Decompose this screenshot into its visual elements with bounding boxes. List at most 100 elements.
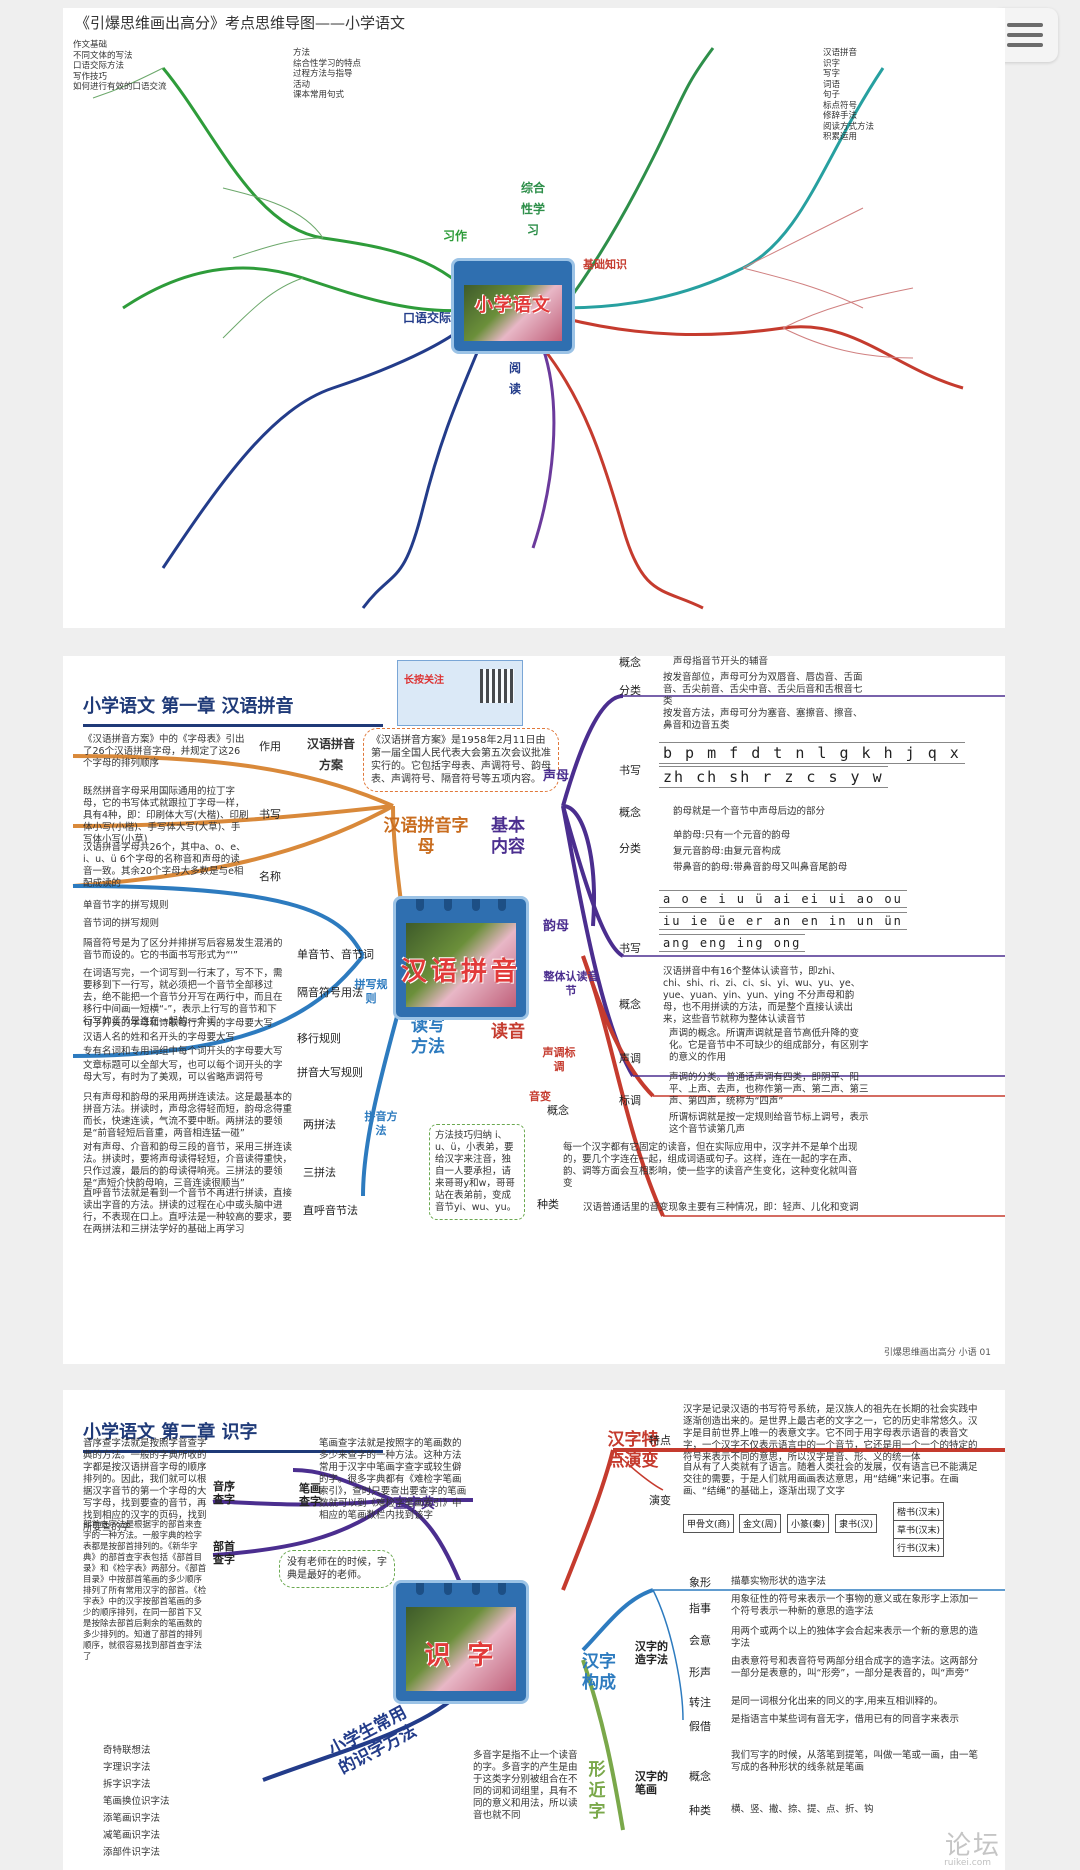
similar-chars-text: 多音字是指不止一个读音的字。多音字的产生是由于这类字分别被组合在不同的词和词组里… — [473, 1750, 581, 1822]
pf-label-1: 三拼法 — [303, 1166, 336, 1179]
overview-left-notes: 作文基础不同文体的写法口语交际方法写作技巧如何进行有效的口语交流 — [73, 40, 193, 600]
sm-row1: b p m f d t n l g k h j q x — [659, 742, 965, 764]
sd-text3: 所谓标调就是按一定规则给音节标上调号，表示这个音节读第几声 — [669, 1112, 869, 1136]
text-writing: 既然拼音字母采用国际通用的拉丁字母，它的书写体式就跟拉丁字母一样，具有4种，即：… — [83, 786, 249, 846]
node-ztrd: 整体认读音节 — [541, 970, 601, 998]
sm-label-write: 书写 — [619, 764, 641, 777]
method-2: 拆字识字法 — [103, 1779, 151, 1791]
evo-2: 小篆(秦) — [787, 1514, 829, 1533]
gz-item-4: 转注 — [689, 1696, 711, 1709]
sm-class1: 按发音部位，声母可分为双唇音、唇齿音、舌面音、舌尖前音、舌尖中音、舌尖后音和舌根… — [663, 672, 863, 708]
ym-row2: iu ie üe er an en in un ün — [659, 912, 907, 930]
ym-row1: a o e i u ü ai ei ui ao ou — [659, 890, 907, 908]
px-text-4: 句子开头的字母和诗歌每行开头的字母要大写 — [83, 1018, 283, 1030]
text-usage: 《汉语拼音方案》中的《字母表》引出了26个汉语拼音字母，并规定了这26个字母的排… — [83, 734, 249, 770]
bh-kind-label: 种类 — [689, 1804, 711, 1817]
bh-sub: 概念 — [689, 1770, 711, 1783]
gz-item-2: 会意 — [689, 1634, 711, 1647]
pinyin-center: 汉语拼音 — [393, 896, 529, 1020]
gz-item-5: 假借 — [689, 1720, 711, 1733]
px-label-1: 隔音符号用法 — [297, 986, 363, 999]
scheme-box: 《汉语拼音方案》是1958年2月11日由第一届全国人民代表大会第五次会议批准实行… — [363, 728, 559, 792]
ym-label-write: 书写 — [619, 942, 641, 955]
method-0: 奇特联想法 — [103, 1745, 151, 1757]
sm-label-concept: 概念 — [619, 656, 641, 669]
czd-text-1: 笔画查字法就是按照字的笔画数的多少来查字的一种方法。这种方法常用于汉字中笔画字查… — [319, 1438, 469, 1522]
yb-sub-kind: 种类 — [537, 1198, 559, 1211]
yanbian-text: 自从有了人类就有了语言。随着人类社会的发展，仅有语言已不能满足交往的需要，于是人… — [683, 1462, 983, 1498]
px-text-0: 单音节字的拼写规则 — [83, 900, 283, 912]
label-writing: 书写 — [259, 808, 281, 821]
method-1: 字理识字法 — [103, 1762, 151, 1774]
gz-item-3: 形声 — [689, 1666, 711, 1679]
gz-item-0: 象形 — [689, 1576, 711, 1589]
gz-text-4: 是同一词根分化出来的同义的字,用来互相训释的。 — [731, 1696, 981, 1708]
evo-4: 楷书(汉末) — [893, 1502, 944, 1521]
label-name: 名称 — [259, 870, 281, 883]
page-footer: 引爆思维画出高分 小语 01 — [884, 1345, 991, 1358]
node-shengmu: 声母 — [543, 766, 569, 787]
czd-label-2: 部首查字 — [213, 1540, 243, 1566]
ym-concept: 韵母就是一个音节中声母后边的部分 — [673, 806, 825, 818]
tips-box: 方法技巧归纳 i、u、ü，小表弟，要给汉字来注音，独自一人要承担，请来哥哥y和w… — [429, 1124, 525, 1220]
evo-1: 金文(周) — [739, 1514, 781, 1533]
czd-label-0: 音序查字 — [213, 1480, 243, 1506]
czd-text-2: 部首查字法是根据字的部首来查字的一种方法。一般字典的检字表都是按部首排列的。《新… — [83, 1520, 208, 1663]
ym-class1: 单韵母:只有一个元音的韵母 — [673, 830, 790, 842]
pf-text-1: 对有声母、介音和韵母三段的音节，采用三拼连读法。拼读时，要将声母读得轻短，介音读… — [83, 1142, 293, 1190]
text-name: 汉语拼音字母共26个，其中a、o、e、i、u、ü 6个字母的名称音和声母的读音一… — [83, 842, 249, 890]
node-pinyin-letters: 汉语拼音字母 — [381, 816, 471, 858]
bh-text: 我们写字的时候，从落笔到提笔，叫做一笔或一画，由一笔写成的各种形状的线条就是笔画 — [731, 1750, 981, 1774]
page-overview-mindmap: 《引爆思维画出高分》考点思维导图——小学语文 小学语文 基础知识 综合性学习 口… — [63, 8, 1005, 628]
watermark-logo: 论坛 — [945, 1825, 1001, 1862]
ym-label-concept: 概念 — [619, 806, 641, 819]
ym-label-class: 分类 — [619, 842, 641, 855]
method-6: 添部件识字法 — [103, 1847, 160, 1859]
px-text-7: 文章标题可以全部大写，也可以每个词开头的字母大写，有时为了美观，可以省略声调符号 — [83, 1060, 283, 1084]
px-label-0: 单音节、音节词 — [297, 948, 374, 961]
sd-sub-mark: 标调 — [619, 1094, 641, 1107]
node-read-write: 读写方法 — [403, 1016, 453, 1058]
ym-class2: 复元音韵母:由复元音构成 — [673, 846, 781, 858]
px-text-5: 汉语人名的姓和名开头的字母要大写 — [83, 1032, 283, 1044]
px-text-2: 隔音符号是为了区分并排拼写后容易发生混淆的音节而设的。它的书面书写形式为“'” — [83, 938, 283, 962]
character-center: 识 字 — [393, 1580, 529, 1704]
method-5: 减笔画识字法 — [103, 1830, 160, 1842]
watermark-sub: ruikei.com — [944, 1858, 991, 1868]
yb-text2: 汉语普通话里的音变现象主要有三种情况，即：轻声、儿化和变调 — [583, 1202, 859, 1214]
bh-kinds: 横、竖、撇、捺、提、点、折、钩 — [731, 1804, 874, 1816]
sd-text2: 声调的分类。普通话声调有四类，即阴平、阳平、上声、去声，也称作第一声、第二声、第… — [669, 1072, 869, 1108]
page-chapter2-characters: 小学语文 第二章 识字 查字典 汉字特点演变 汉字构成 形近字 小学生常用的识字… — [63, 1390, 1005, 1870]
pf-label-2: 直呼音节法 — [303, 1204, 358, 1217]
yb-text1: 每一个汉字都有它固定的读音，但在实际应用中，汉字并不是单个出现的，要几个字连在一… — [563, 1142, 863, 1190]
px-text-1: 音节词的拼写规则 — [83, 918, 283, 930]
gz-text-2: 用两个或两个以上的独体字会合起来表示一个新的意思的造字法 — [731, 1626, 981, 1650]
sm-row2: zh ch sh r z c s y w — [659, 766, 888, 788]
ztrd-text: 汉语拼音中有16个整体认读音节，即zhi、chi、shi、ri、zi、ci、si… — [663, 966, 863, 1026]
node-shengdiao: 声调标调 — [541, 1046, 577, 1074]
evo-0: 甲骨文(商) — [683, 1514, 734, 1533]
tip-bubble: 没有老师在的时候，字典是最好的老师。 — [279, 1550, 395, 1588]
pf-text-0: 只有声母和韵母的采用两拼连读法。这是最基本的拼音方法。拼读时，声母念得轻而短，韵… — [83, 1092, 293, 1140]
gz-text-3: 由表意符号和表音符号两部分组合成字的造字法。这两部分一部分是表意的，叫“形旁”，… — [731, 1656, 981, 1680]
evo-6: 行书(汉末) — [893, 1538, 944, 1557]
node-basic-knowledge: 基础知识 — [583, 254, 627, 275]
px-text-6: 专有名词和专用词组中每个词开头的字母要大写 — [83, 1046, 283, 1058]
yb-sub-concept: 概念 — [547, 1104, 569, 1117]
px-label-3: 拼音大写规则 — [297, 1066, 363, 1079]
sm-concept: 声母指音节开头的辅音 — [673, 656, 768, 668]
method-4: 添笔画识字法 — [103, 1813, 160, 1825]
node-pinfa: 拼音方法 — [363, 1110, 399, 1138]
evo-5: 草书(汉末) — [893, 1520, 944, 1539]
method-3: 笔画换位识字法 — [103, 1796, 170, 1808]
ym-class3: 带鼻音的韵母:带鼻音韵母又叫鼻音尾韵母 — [673, 862, 873, 874]
node-similar-chars: 形近字 — [585, 1760, 609, 1823]
sm-label-class: 分类 — [619, 684, 641, 697]
node-yunmu: 韵母 — [543, 916, 569, 937]
sd-sub-tone: 声调 — [619, 1052, 641, 1065]
label-yanbian: 演变 — [649, 1494, 671, 1507]
px-label-2: 移行规则 — [297, 1032, 341, 1045]
page-chapter1-pinyin: 长按关注 小学语文 第一章 汉语拼音 《汉语拼音方案》是1958年2月11日 — [63, 656, 1005, 1364]
ztrd-label: 概念 — [619, 998, 641, 1011]
overview-right-notes: 汉语拼音识字写字词语句子标点符号修辞手法阅读方式方法积累运用 — [823, 48, 913, 143]
